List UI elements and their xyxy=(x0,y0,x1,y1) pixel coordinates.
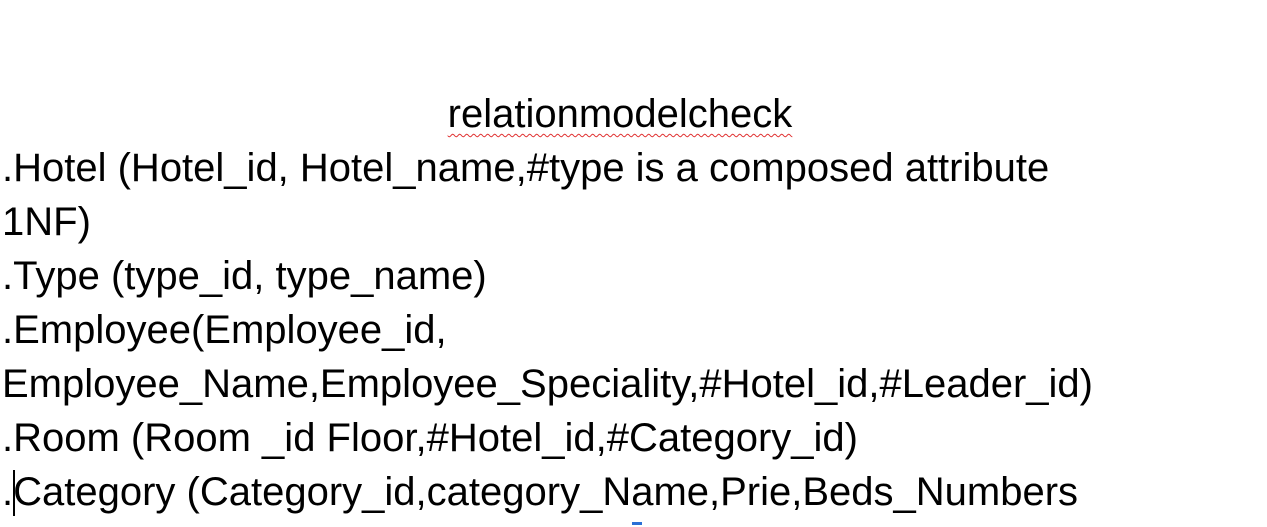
text-line-category: .Category (Category_id,category_Name,Pri… xyxy=(2,470,1079,514)
text-line-hotel: .Hotel (Hotel_id, Hotel_name,#type is a … xyxy=(2,146,1050,190)
text-line-room: .Room (Room _id Floor,#Hotel_id,#Categor… xyxy=(2,416,858,460)
text-line-hotel-continued: 1NF) xyxy=(2,200,91,244)
text-line-type: .Type (type_id, type_name) xyxy=(2,254,487,298)
text-line-employee-continued: Employee_Name,Employee_Speciality,#Hotel… xyxy=(2,362,1093,406)
text-line-employee: .Employee(Employee_id, xyxy=(2,308,447,352)
cursor-marker xyxy=(632,522,642,525)
document-title: relationmodelcheck xyxy=(0,90,1240,138)
document-title-text: relationmodelcheck xyxy=(447,92,793,136)
text-cursor xyxy=(13,470,15,516)
